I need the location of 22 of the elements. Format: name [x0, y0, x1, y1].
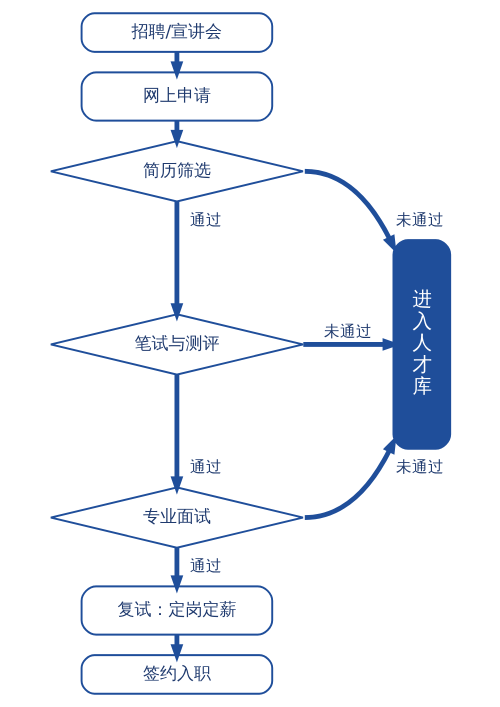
arrow	[304, 168, 396, 254]
edge-label: 通过	[190, 210, 222, 229]
arrow	[170, 548, 183, 594]
arrow	[170, 121, 183, 148]
node-box: 网上申请	[80, 71, 273, 122]
edge-label: 通过	[190, 556, 222, 576]
node-diamond: 笔试与测评	[49, 313, 304, 376]
node-box: 签约入职	[80, 654, 273, 695]
edge-label: 通过	[190, 457, 222, 476]
node-diamond: 专业面试	[49, 486, 304, 549]
arrow	[304, 436, 396, 520]
node-box: 复试：定岗定薪	[80, 585, 273, 636]
node-box: 进入人才库	[392, 239, 451, 450]
arrow	[170, 201, 183, 322]
node-diamond: 简历筛选	[49, 140, 304, 202]
arrow	[170, 634, 183, 662]
arrow	[170, 374, 183, 495]
node-box: 招聘/宣讲会	[80, 12, 273, 53]
edge-label: 未通过	[395, 210, 444, 229]
arrow	[170, 52, 183, 80]
edge-label: 未通过	[395, 457, 444, 476]
edge-label: 未通过	[324, 321, 372, 340]
